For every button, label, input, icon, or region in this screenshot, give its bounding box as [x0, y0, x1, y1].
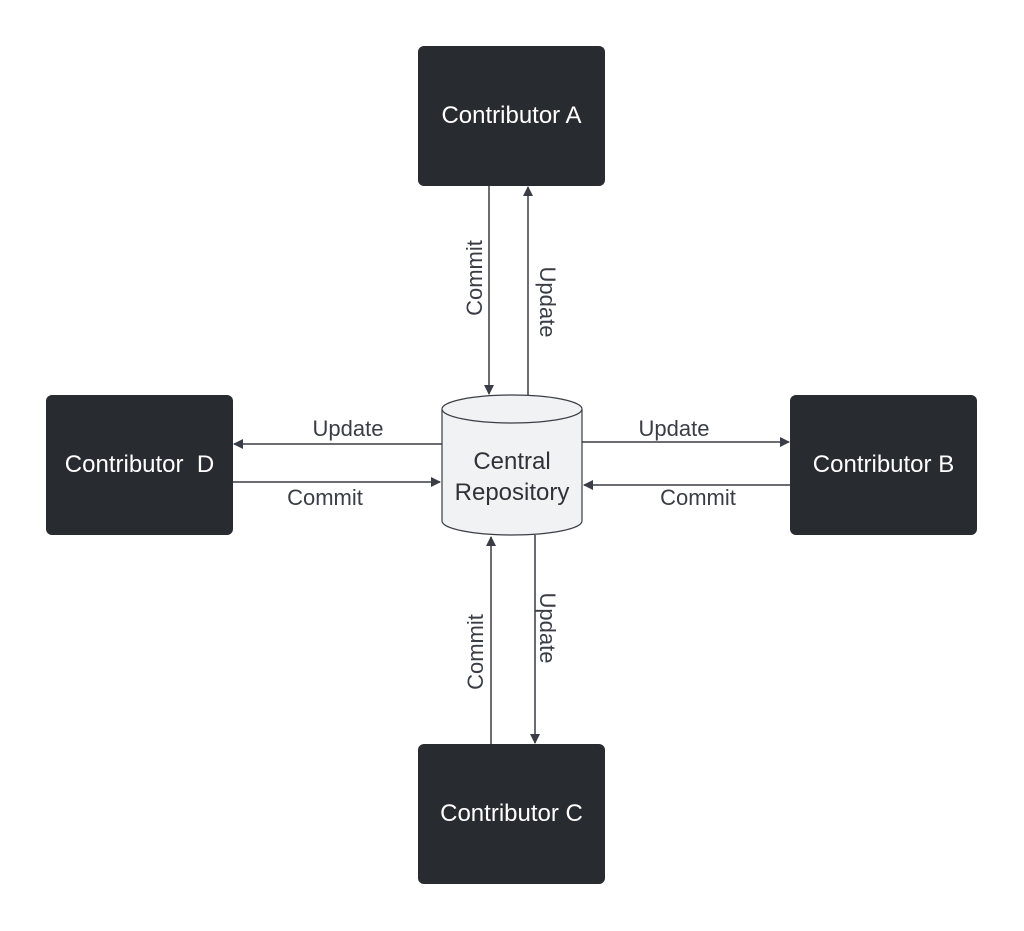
edge-label-c-commit: Commit: [463, 614, 488, 690]
contributor-d-label: Contributor D: [64, 451, 215, 478]
repository-body: [441, 409, 583, 536]
contributor-a-node: Contributor A: [418, 46, 605, 186]
repository-label-line1: Central: [473, 448, 550, 475]
edge-label-b-update: Update: [639, 416, 710, 441]
edge-label-d-update: Update: [313, 416, 384, 441]
edge-label-c-update: Update: [535, 593, 560, 664]
contributor-b-label: Contributor B: [812, 451, 955, 478]
contributor-d-node: Contributor D: [46, 395, 233, 535]
edge-label-a-commit: Commit: [462, 240, 487, 316]
contributor-c-label: Contributor C: [440, 800, 583, 827]
edge-label-d-commit: Commit: [287, 485, 363, 510]
edge-label-b-commit: Commit: [660, 485, 736, 510]
contributor-c-node: Contributor C: [418, 744, 605, 884]
contributor-a-label: Contributor A: [441, 102, 582, 129]
edge-label-a-update: Update: [535, 267, 560, 338]
central-repository: Central Repository: [441, 394, 583, 536]
contributor-b-node: Contributor B: [790, 395, 977, 535]
repository-top: [441, 394, 583, 424]
repository-label-line2: Repository: [455, 479, 570, 506]
